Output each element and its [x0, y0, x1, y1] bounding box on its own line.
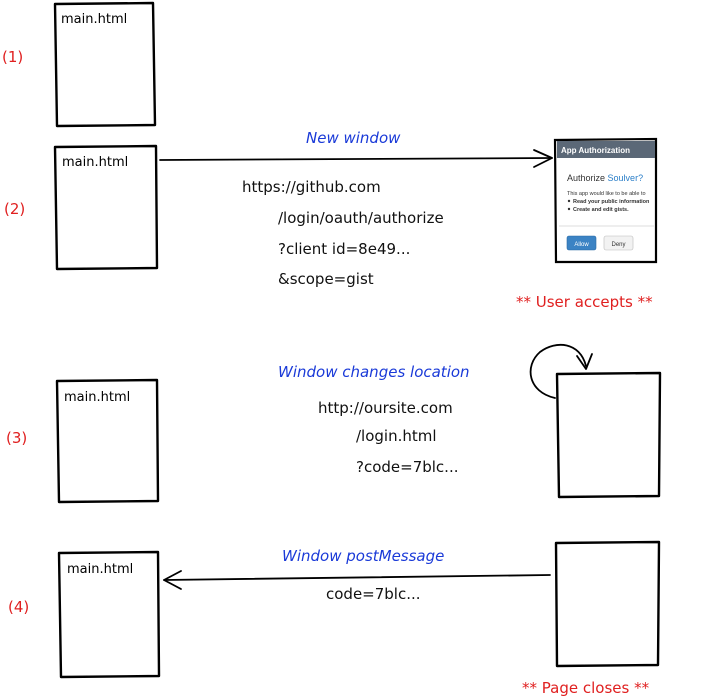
step-4-note: ** Page closes ** [522, 679, 650, 697]
app-auth-prompt: Authorize Soulver? [567, 173, 643, 183]
step-2-arrow-line [159, 157, 553, 161]
step-2-url-line-3: ?client id=8e49... [278, 240, 410, 258]
step-3-url-line-3: ?code=7blc... [356, 458, 459, 476]
step-2: (2) main.html New window https://github.… [4, 129, 658, 311]
deny-button[interactable]: Deny [603, 235, 634, 251]
step-4-action-label: Window postMessage [282, 547, 444, 565]
step-4-arrowhead-icon [163, 570, 182, 590]
step-2-arrowhead-icon [533, 149, 553, 168]
app-auth-description: This app would like to be able to [567, 191, 646, 197]
step-3-url-line-1: http://oursite.com [318, 399, 453, 417]
allow-button-label: Allow [574, 242, 589, 248]
step-2-number: (2) [4, 200, 25, 218]
bullet-icon [567, 207, 571, 211]
step-2-note: ** User accepts ** [516, 293, 653, 311]
app-auth-permission-1: Read your public information [573, 199, 650, 205]
step-3-number: (3) [6, 429, 27, 447]
step-1-number: (1) [2, 48, 23, 66]
step-4-arrow-line [163, 574, 551, 581]
app-auth-permission-2: Create and edit gists. [573, 207, 629, 213]
app-auth-prompt-word: Authorize [567, 173, 605, 183]
app-auth-header: App Authorization [561, 146, 630, 155]
app-authorization-window: App Authorization Authorize Soulver? Thi… [553, 137, 658, 264]
app-auth-app-name: Soulver? [608, 173, 644, 183]
reload-arrowhead-icon [576, 353, 593, 370]
step-4: (4) main.html Window postMessage code=7b… [8, 540, 661, 697]
step-4-box-label: main.html [67, 562, 133, 577]
deny-button-label: Deny [611, 242, 625, 248]
step-3-reload-arrow [529, 344, 587, 399]
step-2-box-label: main.html [62, 155, 128, 170]
step-3-url-line-2: /login.html [356, 427, 437, 445]
step-2-url-line-2: /login/oauth/authorize [278, 209, 444, 227]
step-4-main-page-box [57, 550, 161, 679]
step-3-popup-window-box [555, 371, 662, 499]
allow-button[interactable]: Allow [566, 235, 597, 251]
step-2-url-line-1: https://github.com [242, 178, 381, 196]
step-3-box-label: main.html [64, 390, 130, 405]
step-4-number: (4) [8, 598, 29, 616]
app-auth-header-bar [557, 141, 655, 158]
step-3-main-page-box [55, 378, 160, 504]
bullet-icon [567, 199, 571, 203]
step-4-popup-window-box [554, 540, 661, 668]
step-1-main-page-box [53, 1, 157, 128]
step-1: (1) main.html [2, 1, 157, 128]
step-2-url-line-4: &scope=gist [278, 270, 374, 288]
step-2-main-page-box [53, 144, 159, 271]
step-3-action-label: Window changes location [278, 363, 470, 381]
step-3: (3) main.html Window changes location ht… [6, 344, 662, 504]
step-1-box-label: main.html [61, 12, 127, 27]
step-4-url-line-1: code=7blc... [326, 585, 421, 603]
step-2-action-label: New window [306, 129, 401, 147]
app-auth-frame [553, 137, 658, 264]
